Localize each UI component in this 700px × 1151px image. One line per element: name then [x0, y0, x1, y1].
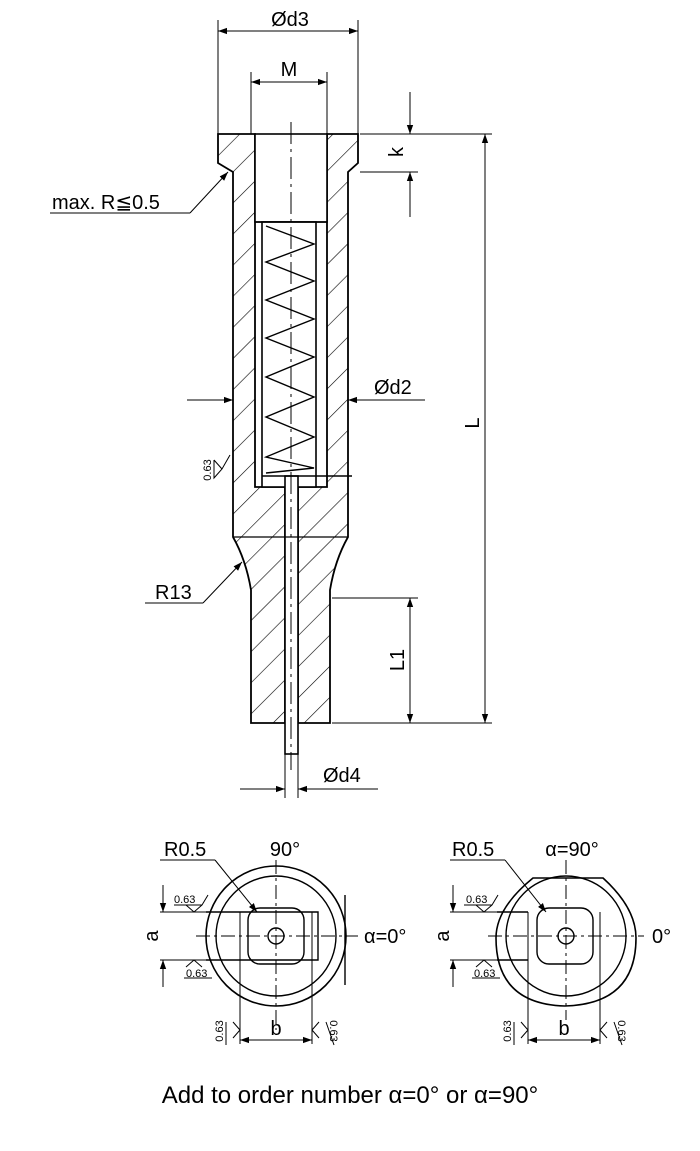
dim-r13-label: R13 [155, 582, 192, 604]
left-radius-label: R0.5 [164, 839, 206, 861]
left-angle-top-label: 90° [270, 839, 300, 861]
left-finish-lower-left: 0.63 [214, 1020, 226, 1041]
dim-m-label: M [281, 59, 298, 81]
left-dim-a-label: a [141, 930, 163, 942]
left-finish-bottom: 0.63 [186, 968, 207, 980]
right-radius-label: R0.5 [452, 839, 494, 861]
dim-d3-label: Ød3 [271, 9, 309, 31]
right-angle-top-label: α=90° [545, 839, 599, 861]
surface-finish-label: 0.63 [202, 459, 214, 480]
radius-note-label: max. R≦0.5 [52, 192, 160, 214]
dim-d4-label: Ød4 [323, 765, 361, 787]
left-angle-right-label: α=0° [364, 926, 406, 948]
dim-d2-label: Ød2 [374, 377, 412, 399]
detail-view-alpha-90 [488, 860, 644, 1044]
dim-l1-label: L1 [387, 649, 409, 671]
right-finish-lower-left: 0.63 [502, 1020, 514, 1041]
surface-finish-symbol [213, 454, 231, 480]
spring [263, 225, 316, 474]
right-dim-b-label: b [558, 1018, 569, 1040]
dim-l-label: L [462, 417, 484, 428]
right-finish-bottom: 0.63 [474, 968, 495, 980]
right-finish-lower-right: 0.63 [615, 1020, 627, 1041]
order-note-caption: Add to order number α=0° or α=90° [161, 1082, 539, 1109]
right-dim-a-label: a [432, 930, 454, 942]
ejector-body [217, 122, 359, 770]
left-dim-b-label: b [270, 1018, 281, 1040]
left-finish-top: 0.63 [174, 894, 195, 906]
right-finish-top: 0.63 [466, 894, 487, 906]
detail-view-alpha-0 [196, 860, 358, 1044]
right-wall-section [297, 133, 359, 724]
right-angle-right-label: 0° [652, 926, 671, 948]
left-finish-lower-right: 0.63 [327, 1020, 339, 1041]
dim-k-label: k [386, 146, 408, 157]
